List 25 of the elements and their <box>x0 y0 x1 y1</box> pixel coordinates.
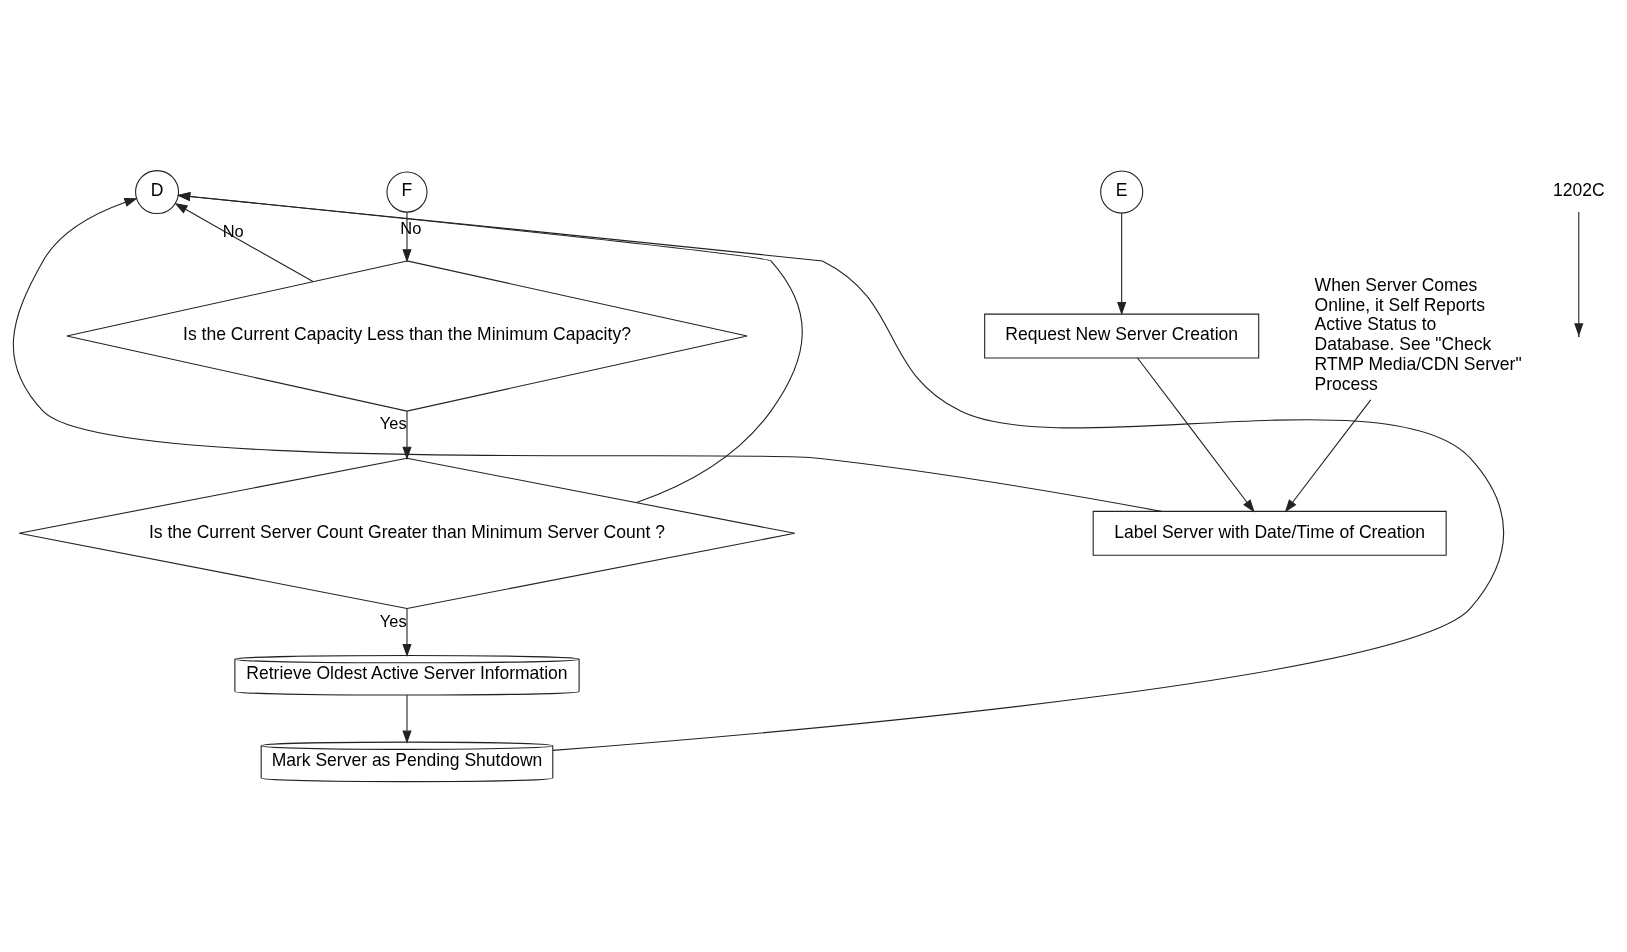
edge-label: No <box>222 221 244 240</box>
node-text: When Server Comes Online, it Self Reports Active Status to Database. See "Check RTMP Media/CDN Server" Process <box>1314 274 1522 394</box>
arrow <box>1117 212 1127 316</box>
arrow <box>12 197 1163 512</box>
arrow <box>177 191 1505 751</box>
arrow <box>1137 357 1255 513</box>
arrow <box>1574 211 1584 337</box>
node-diamond: Is the Current Server Count Greater than Minimum Server Count ? <box>18 457 796 609</box>
arrow <box>402 694 412 744</box>
arrow <box>402 211 412 263</box>
edge-label: Yes <box>379 611 407 630</box>
node-circle: E <box>1100 170 1144 214</box>
node-circle: D <box>135 170 180 215</box>
node-box: Request New Server Creation <box>984 313 1260 359</box>
node-diamond: Is the Current Capacity Less than the Minimum Capacity? <box>66 260 748 412</box>
arrow <box>402 410 412 460</box>
edge-label: No <box>400 218 422 237</box>
edge-label: Yes <box>379 414 407 433</box>
node-box: Label Server with Date/Time of Creation <box>1092 510 1447 556</box>
arrow <box>177 191 803 503</box>
arrow <box>174 203 314 283</box>
arrow <box>1284 399 1372 513</box>
arrow <box>402 608 412 658</box>
node-circle: F <box>386 171 428 213</box>
node-text: 1202C <box>1552 180 1605 201</box>
